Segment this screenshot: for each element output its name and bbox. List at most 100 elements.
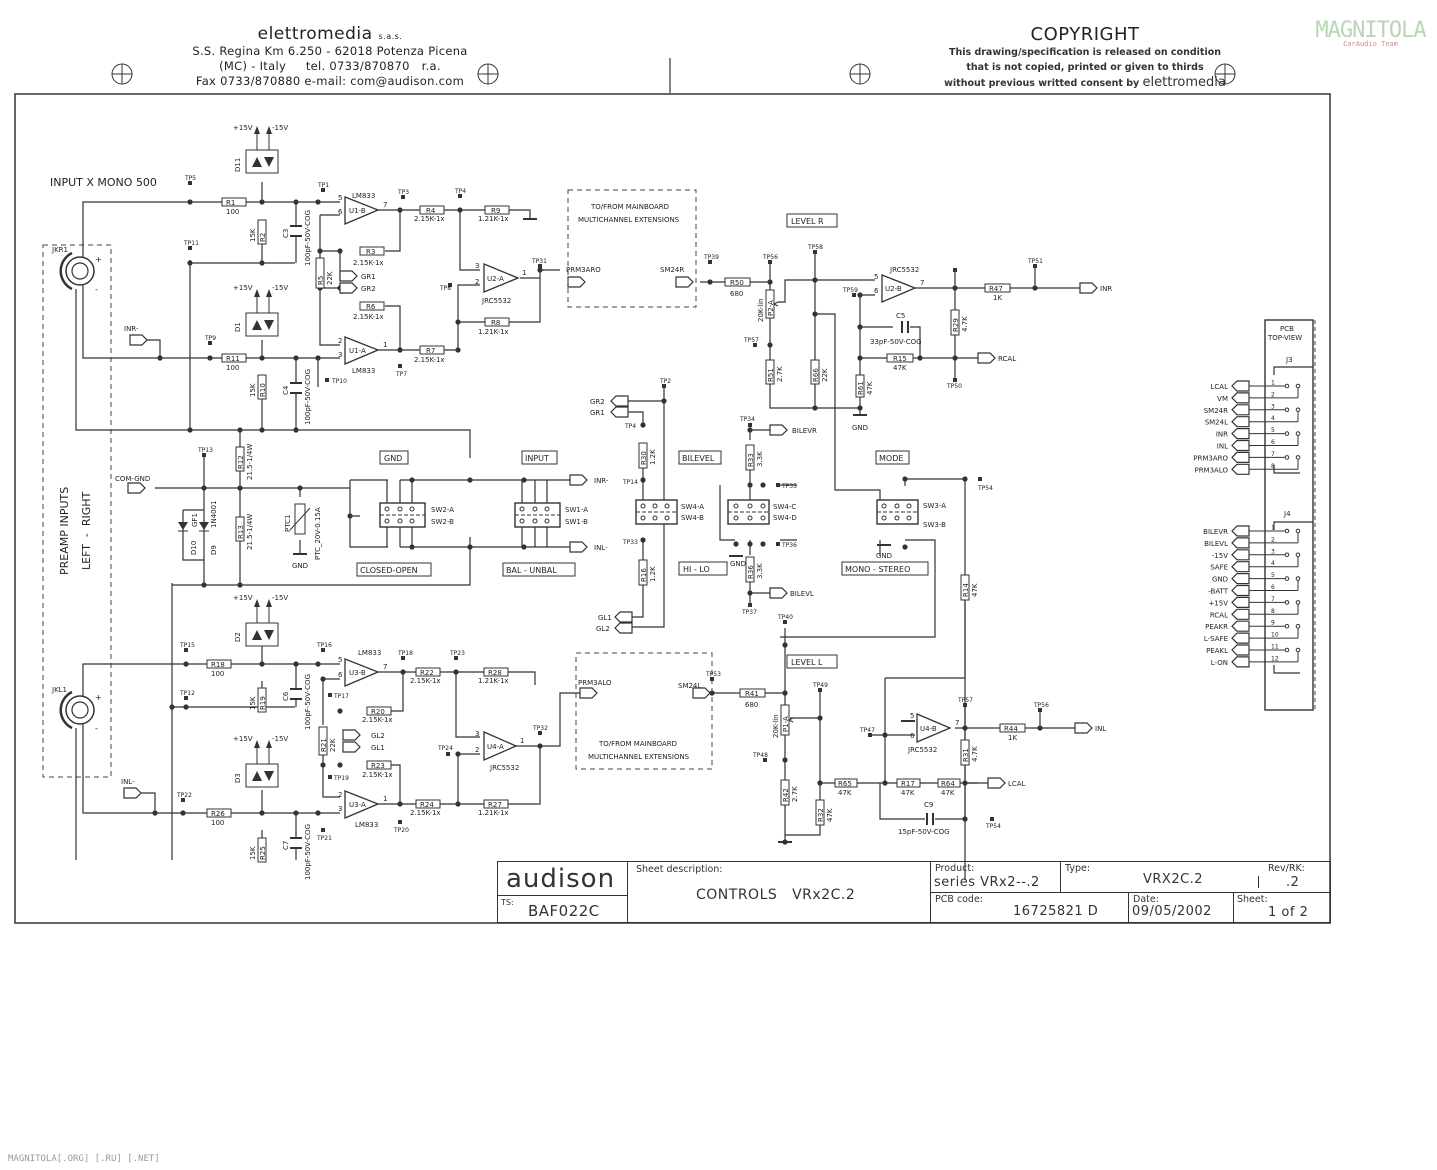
- component-label: R66: [812, 368, 820, 382]
- pin-signal: L-ON: [1211, 659, 1228, 667]
- svg-text:-15V: -15V: [272, 284, 288, 292]
- svg-text:TOP-VIEW: TOP-VIEW: [1267, 334, 1302, 342]
- component-label: 2: [338, 791, 342, 799]
- component-label: R50: [730, 279, 744, 287]
- component-label: GND: [876, 552, 892, 560]
- component-label: 2.15K-1x: [410, 677, 441, 685]
- component-label: 3.3K: [756, 563, 764, 579]
- component-label: JRC5532: [489, 764, 519, 772]
- tp-label: TP24: [437, 745, 453, 752]
- ts-value: BAF022C: [528, 902, 600, 920]
- component-label: C6: [282, 691, 290, 701]
- wires-level-l: [710, 600, 1075, 842]
- svg-text:+: +: [95, 693, 102, 702]
- component-label: R2: [259, 233, 267, 242]
- pin-number: 1: [1271, 380, 1275, 387]
- component-label: 1: [520, 737, 524, 745]
- registration-mark: [111, 63, 133, 85]
- pin-number: 8: [1271, 463, 1275, 470]
- connector-port: [1231, 584, 1250, 597]
- tp-label: TP40: [777, 614, 793, 621]
- component-label: GND: [292, 562, 308, 570]
- component-label: JRC5532: [481, 297, 511, 305]
- component-label: 100: [211, 670, 224, 678]
- component-label: 20K-lin: [757, 298, 765, 322]
- component-label: LM833: [352, 192, 375, 200]
- component-label: 100: [211, 819, 224, 827]
- svg-text:PCB: PCB: [1280, 325, 1294, 333]
- tp-label: TP21: [316, 835, 332, 842]
- component-label: 3: [475, 262, 479, 270]
- component-label: 47K: [826, 808, 834, 822]
- component-label: 2.15K-1x: [362, 716, 393, 724]
- component-label: U2-B: [885, 285, 902, 293]
- capacitors: C3 100pF-50V-COG C4 100pF-50V-COG C5 33p…: [282, 210, 950, 880]
- tp-label: TP4: [624, 423, 636, 430]
- pcb-code-label: PCB code:: [935, 894, 984, 905]
- pin-number: 2: [1271, 391, 1275, 398]
- component-label: INR-: [124, 325, 139, 333]
- component-label: 1.2K: [649, 449, 657, 465]
- component-label: 2: [475, 746, 479, 754]
- pin-number: 5: [1271, 427, 1275, 434]
- company-suffix: s.a.s.: [378, 32, 403, 41]
- tp-label: TP56: [1033, 702, 1049, 709]
- sheet-value: 1 of 2: [1268, 905, 1309, 920]
- component-label: BILEVEL: [682, 454, 715, 463]
- ts-label: TS:: [501, 898, 514, 907]
- svg-text:-: -: [95, 285, 98, 294]
- component-label: GR2: [590, 398, 605, 406]
- component-label: SW1-B: [565, 518, 588, 526]
- test-points: TP5 TP1 TP3 TP4 TP11 TP9 TP7 TP10 TP8 TP…: [176, 175, 1049, 842]
- mainboard-extension-boxes: TO/FROM MAINBOARD MULTICHANNEL EXTENSION…: [567, 189, 713, 770]
- component-label: 15K: [249, 383, 257, 397]
- tp-label: TP56: [762, 254, 778, 261]
- component-label: 22K: [326, 271, 334, 285]
- svg-text:-15V: -15V: [272, 124, 288, 132]
- component-label: 3: [338, 805, 342, 813]
- component-label: HI - LO: [683, 565, 710, 574]
- pcb-code-value: 16725821 D: [1013, 904, 1099, 919]
- component-label: 1N4001: [210, 500, 218, 528]
- pin-pad: [1295, 647, 1301, 653]
- component-label: 7: [383, 663, 387, 671]
- tp-label: TP17: [333, 693, 349, 700]
- component-label: U1-B: [349, 207, 366, 215]
- component-label: R27: [488, 801, 502, 809]
- component-label: INL-: [121, 778, 135, 786]
- component-label: GL2: [371, 732, 385, 740]
- component-label: INL: [1095, 725, 1106, 733]
- product-value: series VRx2--.2: [934, 875, 1040, 890]
- connector-port: [1231, 416, 1250, 428]
- connector-port: [1231, 439, 1250, 452]
- component-label: D10: [190, 541, 198, 555]
- pin-pad: [1295, 552, 1301, 558]
- component-label: MODE: [879, 454, 903, 463]
- svg-text:+15V: +15V: [233, 124, 253, 132]
- connector-port: [1231, 549, 1250, 561]
- component-label: R47: [989, 285, 1003, 293]
- product-label: Product:: [935, 863, 975, 874]
- pin-pad: [1284, 600, 1290, 605]
- component-label: R33: [747, 453, 755, 467]
- component-label: R25: [259, 846, 267, 860]
- component-label: 1K: [1008, 734, 1017, 742]
- component-label: 15K: [249, 696, 257, 710]
- diode-ref: D2: [234, 632, 242, 642]
- tp-label: TP14: [622, 479, 638, 486]
- tp-label: TP5: [184, 175, 196, 182]
- connector-port: [1231, 596, 1250, 608]
- tp-label: TP36: [781, 542, 797, 549]
- component-label: 6: [910, 732, 915, 740]
- diode-ref: D3: [234, 773, 242, 783]
- pin-signal: SM24R: [1204, 407, 1228, 415]
- component-label: GF1: [191, 513, 199, 527]
- pin-signal: RCAL: [1210, 611, 1228, 619]
- component-label: 100: [226, 208, 239, 216]
